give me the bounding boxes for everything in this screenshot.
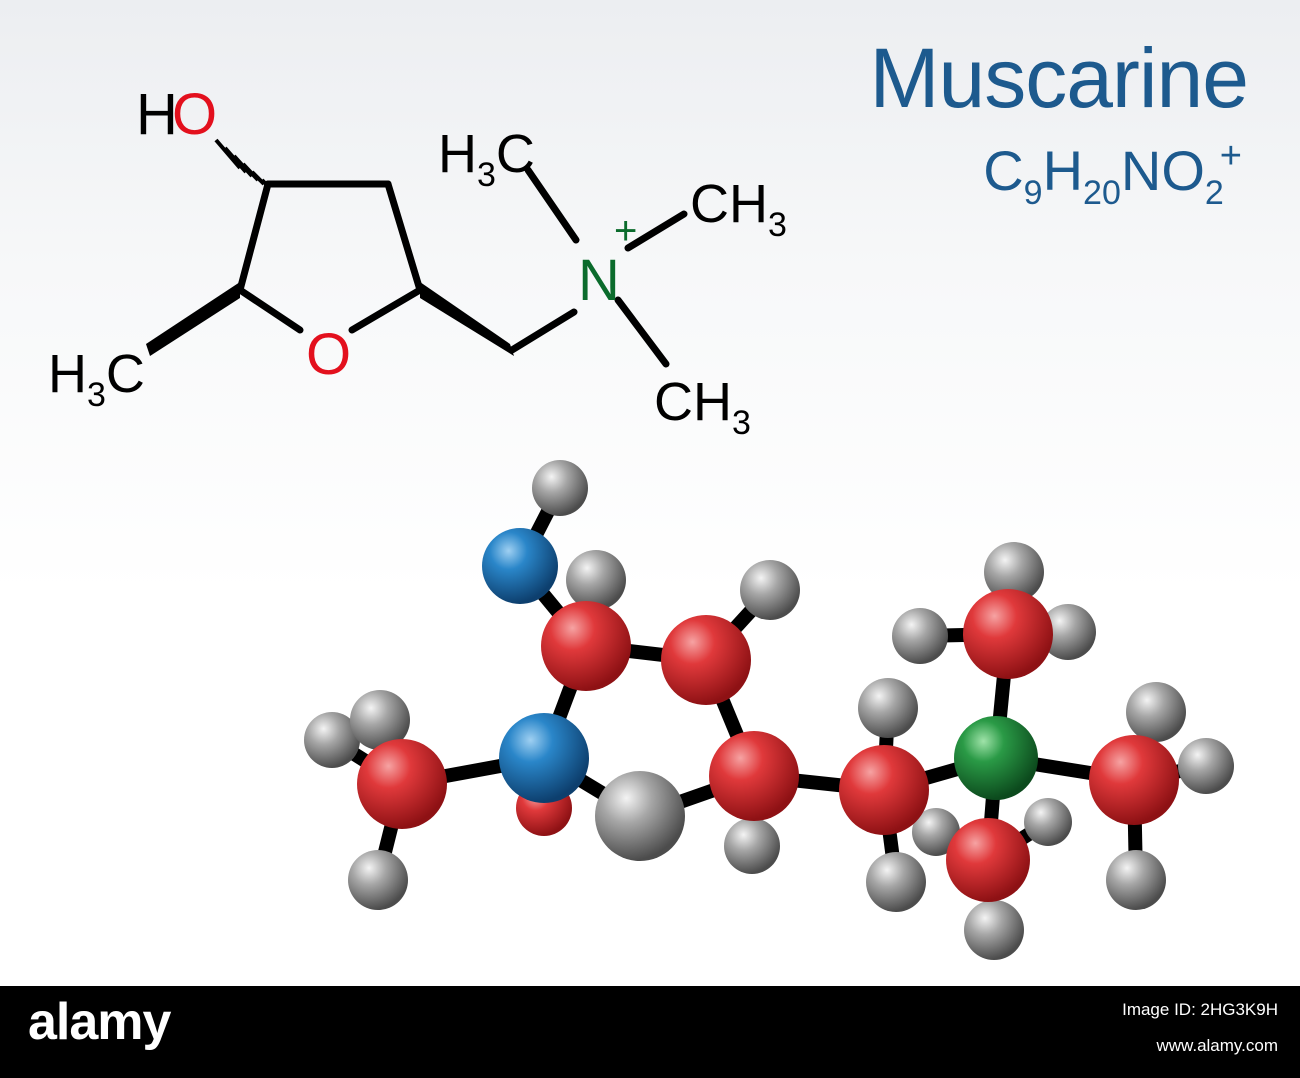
hydrogen-atom bbox=[858, 678, 918, 738]
hydrogen-atom bbox=[964, 900, 1024, 960]
bond-c4-c5 bbox=[384, 180, 424, 294]
hydrogen-atom bbox=[1106, 850, 1166, 910]
oxygen-atom bbox=[482, 528, 558, 604]
bond-c5-o bbox=[348, 286, 424, 334]
hydrogen-atom bbox=[304, 712, 360, 768]
nitrogen-atom bbox=[954, 716, 1038, 800]
carbon-atom bbox=[1089, 735, 1179, 825]
hydrogen-atom bbox=[1178, 738, 1234, 794]
hydrogen-atom bbox=[866, 852, 926, 912]
methyl-n-top-label: H3C bbox=[438, 124, 535, 194]
footer-bar: alamy Image ID: 2HG3K9H www.alamy.com bbox=[0, 986, 1300, 1078]
hydrogen-atom bbox=[1024, 798, 1072, 846]
nitrogen-label: N bbox=[578, 248, 620, 313]
hash-bond-c3-oh bbox=[214, 138, 272, 190]
hydrogen-atom bbox=[912, 808, 960, 856]
formula-part: 9 bbox=[1023, 174, 1043, 212]
hydroxyl-o-label: O bbox=[172, 82, 217, 147]
carbon-atom bbox=[661, 615, 751, 705]
hydrogen-atom bbox=[348, 850, 408, 910]
carbon-atom bbox=[357, 739, 447, 829]
hydrogen-atom bbox=[350, 690, 410, 750]
hydrogen-atom bbox=[1040, 604, 1096, 660]
bond-o-c2 bbox=[236, 286, 304, 334]
image-id: Image ID: 2HG3K9H bbox=[1122, 1000, 1278, 1019]
site-url: www.alamy.com bbox=[1156, 1036, 1278, 1055]
carbon-atom bbox=[839, 745, 929, 835]
bond-n-methyl-right bbox=[624, 210, 688, 252]
formula-part: H bbox=[1042, 139, 1084, 202]
bond-ch2-n bbox=[508, 308, 578, 354]
wedge-c5-ch2 bbox=[420, 282, 514, 356]
carbon-atom bbox=[963, 589, 1053, 679]
formula-part: + bbox=[1219, 135, 1242, 177]
bond-n-methyl-top bbox=[524, 166, 580, 244]
oxygen-atom bbox=[499, 713, 589, 803]
hydrogen-atom bbox=[740, 560, 800, 620]
hydrogen-atom bbox=[595, 771, 685, 861]
formula-part: NO bbox=[1120, 139, 1205, 202]
formula-part: 20 bbox=[1083, 174, 1121, 212]
bond-n-methyl-bottom bbox=[614, 296, 670, 368]
brand-logo: alamy bbox=[28, 993, 171, 1051]
hydrogen-atom bbox=[566, 550, 626, 610]
methyl-n-right-label: CH3 bbox=[690, 174, 787, 244]
ball-and-stick-model bbox=[304, 460, 1234, 960]
ring-o-label: O bbox=[306, 322, 351, 387]
wedge-c2-methyl bbox=[146, 282, 240, 356]
formula-part: C bbox=[983, 139, 1024, 202]
methyl-left-label: H3C bbox=[48, 344, 145, 414]
molecular-formula: C9H20NO2+ bbox=[983, 135, 1242, 212]
skeletal-formula: H O O N + H3C H3C CH3 CH3 bbox=[48, 82, 787, 442]
hydrogen-atom bbox=[724, 818, 780, 874]
hydrogen-atom bbox=[984, 542, 1044, 602]
hydrogen-atom bbox=[892, 608, 948, 664]
hydroxyl-h-label: H bbox=[136, 82, 178, 147]
nitrogen-charge: + bbox=[614, 209, 637, 253]
molecule-title: Muscarine bbox=[869, 31, 1249, 125]
carbon-atom bbox=[946, 818, 1030, 902]
methyl-n-bottom-label: CH3 bbox=[654, 372, 751, 442]
formula-part: 2 bbox=[1204, 174, 1224, 212]
carbon-atom bbox=[709, 731, 799, 821]
bond-c2-c3 bbox=[236, 180, 272, 294]
carbon-atom bbox=[541, 601, 631, 691]
hydrogen-atom bbox=[1126, 682, 1186, 742]
hydrogen-atom bbox=[532, 460, 588, 516]
